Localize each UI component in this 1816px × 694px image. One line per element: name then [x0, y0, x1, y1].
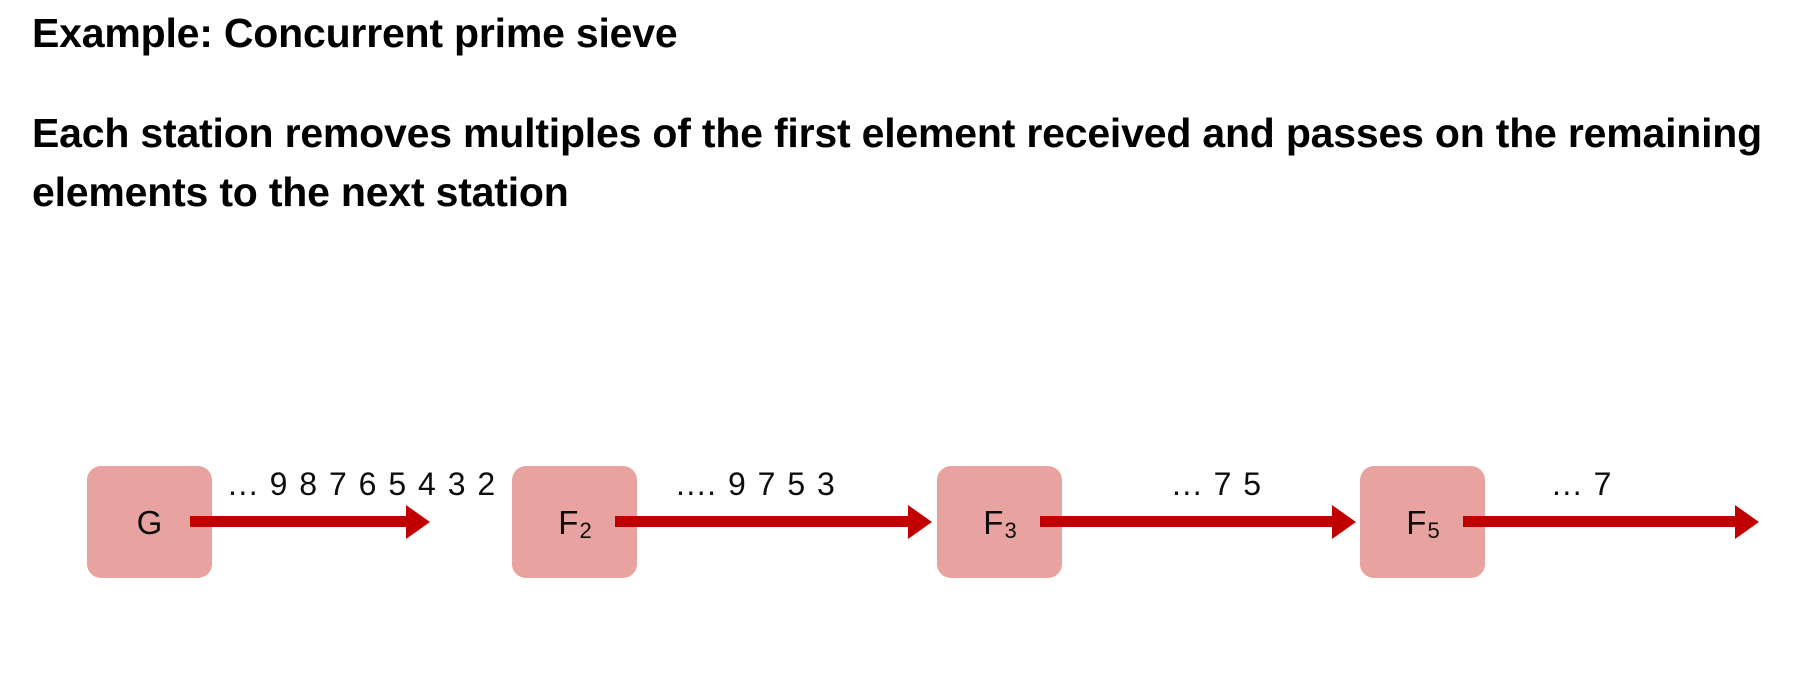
flow-label-g-to-f2: ... 9 8 7 6 5 4 3 2 — [228, 466, 497, 502]
station-label-filter-5-main: F — [1406, 503, 1427, 541]
station-label-generator: G — [87, 466, 212, 578]
station-label-generator-main: G — [136, 503, 163, 541]
flow-arrow-f2-to-f3 — [615, 516, 910, 527]
flow-label-f3-to-f5: ... 7 5 — [1172, 466, 1263, 502]
flow-label-f2-to-f3: .... 9 7 5 3 — [676, 466, 837, 502]
station-label-filter-2-main: F — [558, 503, 579, 541]
station-label-filter-3-sub: 3 — [1004, 518, 1017, 543]
flow-arrow-f3-to-f5 — [1040, 516, 1334, 527]
flow-arrow-f5-out — [1463, 516, 1737, 527]
flow-label-f5-out: ... 7 — [1552, 466, 1613, 502]
station-label-filter-2-sub: 2 — [579, 518, 592, 543]
flow-arrow-g-to-f2 — [190, 516, 408, 527]
station-label-filter-3-main: F — [983, 503, 1004, 541]
slide-body-text: Each station removes multiples of the fi… — [32, 110, 1762, 216]
page-title: Example: Concurrent prime sieve — [32, 10, 678, 56]
station-label-filter-5-sub: 5 — [1427, 518, 1440, 543]
